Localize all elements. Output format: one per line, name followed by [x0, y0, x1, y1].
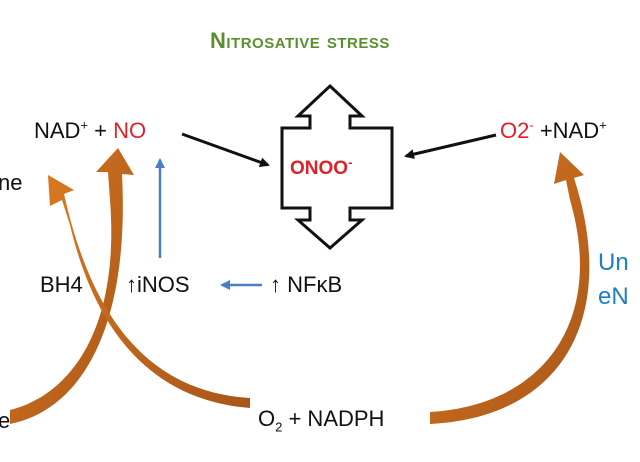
up-arrow-icon: ↑: [126, 272, 137, 297]
onoo-label: ONOO-: [290, 154, 353, 179]
orange-curve-left-1: [10, 148, 134, 424]
superoxide-nad: O2- +NAD+: [500, 117, 607, 143]
right-side-text-line2: eN: [598, 283, 629, 310]
nad-plus-no: NAD+ + NO: [34, 117, 147, 143]
left-edge-top-text: ne: [0, 170, 23, 195]
orange-curve-left-2: [48, 175, 250, 408]
left-edge-bottom-text: e: [0, 408, 11, 433]
onoo-box: [280, 83, 394, 250]
orange-curve-right: [430, 152, 590, 424]
arrow-no-to-onoo: [181, 132, 270, 167]
o2-nadph-label: O2 + NADPH: [258, 406, 385, 435]
inos-label: ↑iNOS: [126, 272, 190, 297]
arrow-o2-to-onoo: [404, 133, 497, 160]
title-nitrosative-stress: Nitrosative stress: [210, 28, 390, 53]
nfkb-label: ↑ NFκB: [270, 272, 343, 297]
bh4-label: BH4: [40, 272, 83, 297]
right-side-text-line1: Un: [598, 249, 629, 276]
up-arrow-icon: ↑: [270, 272, 281, 297]
